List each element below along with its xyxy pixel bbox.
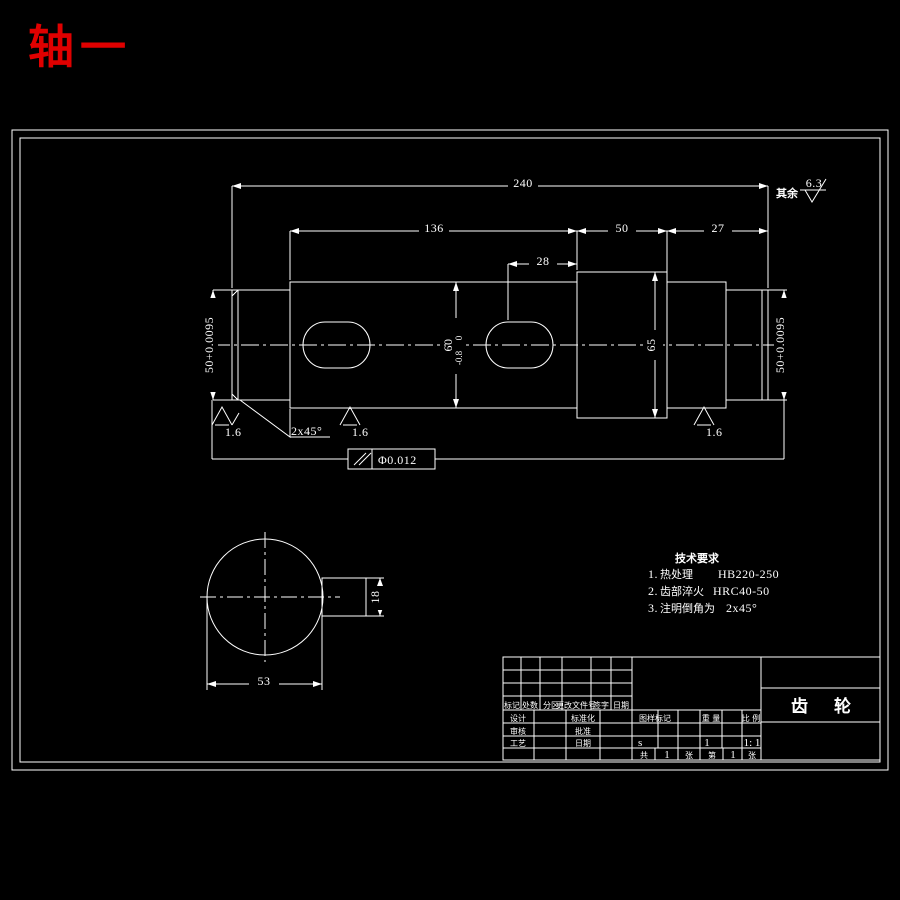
dim-body-dia-lower-tol: -0.8 (454, 350, 464, 365)
geometric-tolerance-value: Φ0.012 (378, 453, 417, 467)
dim-18-label: 18 (368, 591, 382, 604)
finish-mark-right-value: 1.6 (706, 425, 723, 439)
tb-rev-header-1: 处数 (522, 700, 538, 710)
tech-req-3-value: 2x45° (726, 601, 757, 615)
general-roughness-prefix: 其余 (776, 186, 799, 200)
tech-req-3-label: 注明倒角为 (660, 601, 715, 615)
dimension-keyway-width: 18 (366, 577, 385, 617)
chamfer-note-label: 2x45° (291, 424, 322, 438)
dimension-left-journal-dia: 50+0.0095 (202, 289, 236, 401)
dim-28-label: 28 (537, 254, 550, 268)
dim-53-label: 53 (258, 674, 271, 688)
dimension-keyway-length: 28 (507, 254, 577, 320)
tb-mid-header-0: 图样标记 (639, 713, 671, 723)
tb-mid-header-2: 比 例 (742, 713, 761, 723)
tb-mid-value-2: 1: 1 (744, 737, 761, 749)
finish-mark-left: 1.6 (211, 405, 242, 439)
tech-req-2-value: HRC40-50 (713, 584, 770, 598)
page-title: 轴一 (28, 20, 132, 74)
tb-row-0-role: 设计 (510, 713, 526, 723)
finish-mark-left-value: 1.6 (225, 425, 242, 439)
tech-req-1-value: HB220-250 (718, 567, 779, 581)
general-roughness-note: 其余 6.3 (776, 176, 827, 203)
tb-mid-value-0: s (638, 737, 642, 749)
tb-sheet-1: 1 (664, 749, 670, 761)
finish-mark-mid: 1.6 (339, 405, 369, 439)
tech-req-3-num: 3. (648, 601, 658, 615)
tb-mid-value-1: 1 (704, 737, 710, 749)
dimension-right-journal: 27 (667, 221, 768, 235)
tb-mid-header-1: 重 量 (702, 713, 721, 723)
dimension-right-journal-dia: 50+0.0095 (766, 289, 789, 401)
tb-sheet-3: 第 (708, 750, 716, 760)
geometric-tolerance-frame: Φ0.012 (211, 400, 785, 470)
dim-gear-dia-label: 65 (644, 339, 658, 352)
tb-part-name: 齿 轮 (791, 696, 861, 717)
title-block: 标记 处数 分区 更改文件号 签字 日期 设计 标准化 审核 批准 工艺 日期 … (502, 656, 881, 761)
dim-50-label: 50 (616, 221, 629, 235)
tb-rev-header-5: 日期 (613, 701, 629, 710)
tb-sheet-2: 张 (685, 751, 693, 760)
technical-requirements-block: 技术要求 1. 热处理 HB220-250 2. 齿部淬火 HRC40-50 3… (648, 551, 779, 615)
tb-rev-header-3: 更改文件号 (556, 700, 596, 710)
tb-rev-header-4: 签字 (593, 700, 609, 710)
tb-row-2-role2: 日期 (575, 739, 591, 748)
tech-req-heading: 技术要求 (675, 551, 720, 565)
dimension-mid-section: 50 (577, 221, 668, 280)
dimension-section-dia: 53 (206, 597, 323, 690)
dim-240-label: 240 (513, 176, 533, 190)
tb-row-2-role: 工艺 (510, 739, 526, 748)
tech-req-1-num: 1. (648, 567, 658, 581)
dim-body-dia-label: 60 (441, 339, 455, 352)
tech-req-2-label: 齿部淬火 (660, 584, 704, 598)
tb-rev-header-0: 标记 (504, 700, 520, 710)
dimension-left-section: 136 (289, 221, 578, 280)
dim-left-dia-label: 50+0.0095 (202, 317, 216, 373)
dimension-overall-length: 240 (231, 176, 769, 288)
tb-row-1-role2: 批准 (575, 726, 591, 736)
tb-sheet-5: 张 (748, 751, 756, 760)
tb-row-1-role: 审核 (510, 726, 526, 736)
section-view (200, 532, 367, 662)
tech-req-2-num: 2. (648, 584, 658, 598)
dimension-gear-dia: 65 (644, 272, 663, 418)
tb-sheet-4: 1 (730, 749, 736, 761)
dim-27-label: 27 (712, 221, 725, 235)
tb-row-0-role2: 标准化 (571, 713, 595, 723)
finish-mark-mid-value: 1.6 (352, 425, 369, 439)
dim-body-dia-upper-tol: 0 (454, 335, 464, 340)
dim-136-label: 136 (424, 221, 444, 235)
dimension-body-dia: 60 0 -0.8 (441, 282, 464, 408)
chamfer-note: 2x45° (239, 399, 330, 438)
general-roughness-value: 6.3 (806, 176, 823, 190)
drawing-border (11, 129, 889, 771)
tb-sheet-0: 共 (640, 751, 648, 760)
tech-req-1-label: 热处理 (660, 568, 693, 581)
finish-mark-right: 1.6 (693, 405, 723, 439)
tb-rev-header-2: 分区 (543, 701, 559, 710)
dim-right-dia-label: 50+0.0095 (773, 317, 787, 373)
keyway-right (485, 321, 554, 369)
keyway-left (302, 321, 371, 369)
shaft-outline (231, 271, 769, 419)
